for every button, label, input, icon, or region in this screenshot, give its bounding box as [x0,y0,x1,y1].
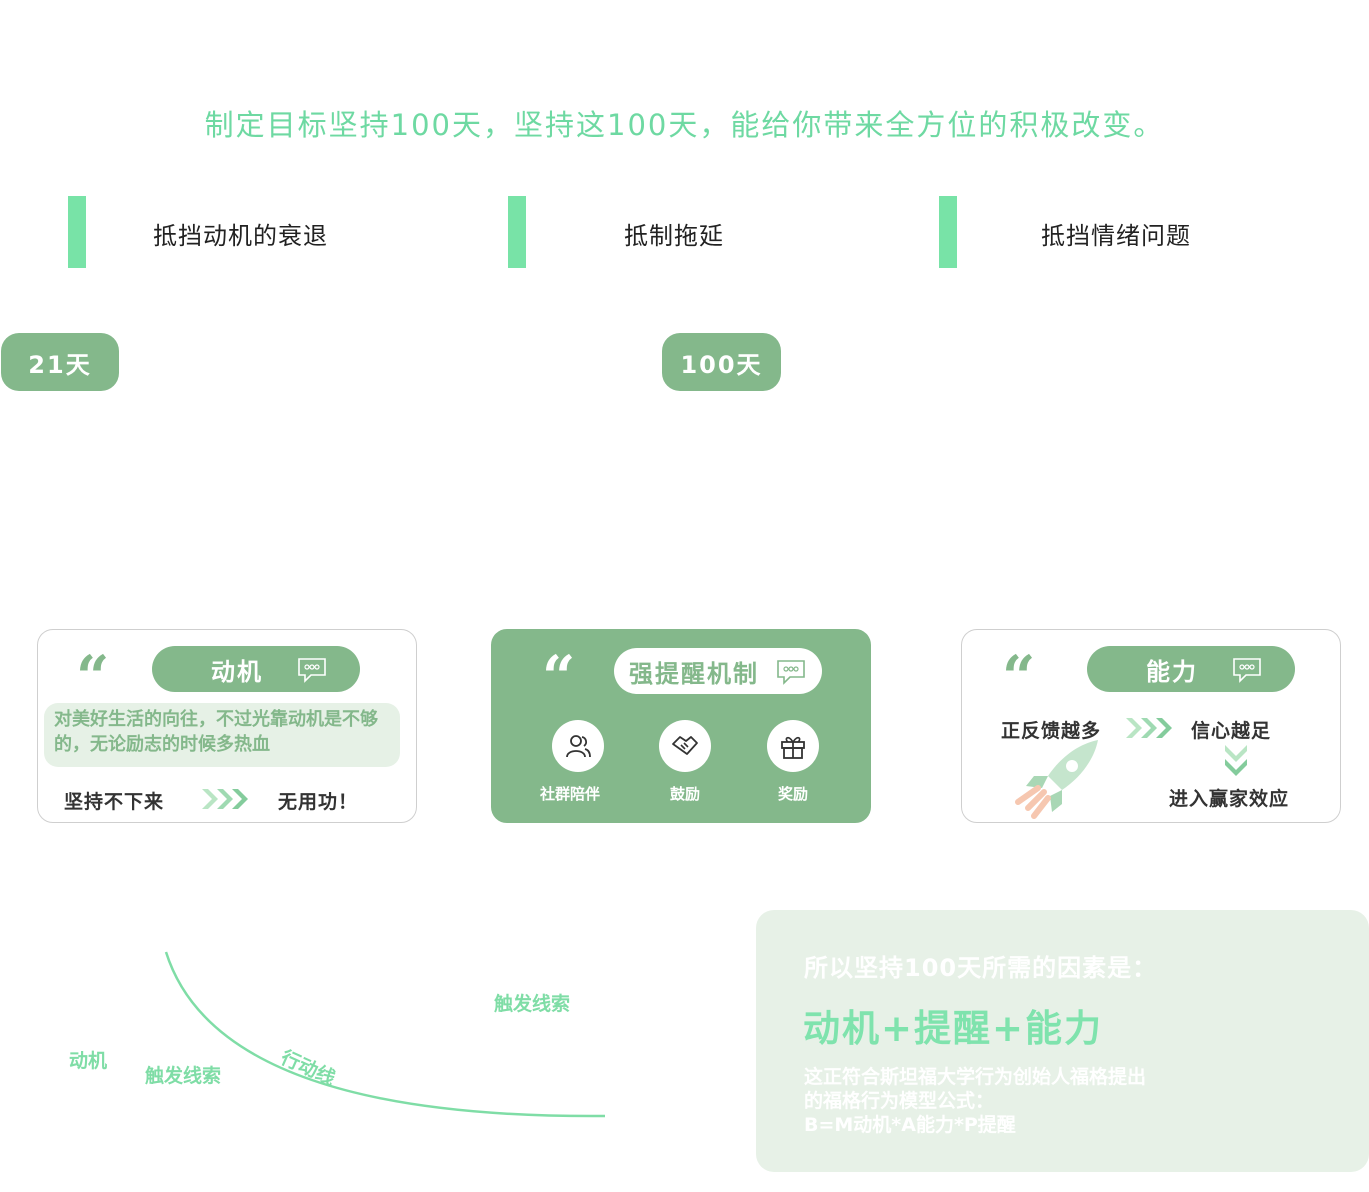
motivation-note: 对美好生活的向往，不过光靠动机是不够的，无论励志的时候多热血 [44,703,400,767]
double-chevron-down-icon [1225,745,1247,776]
card-ability: “ 能力 正反馈越多 信心越足 进入赢家效应 [961,629,1341,823]
summary-title: 所以坚持100天所需的因素是： [804,954,1158,982]
people-icon [552,720,604,772]
curve-label-trigger-high: 触发线索 [494,993,571,1015]
curve-label-trigger-low: 触发线索 [145,1065,222,1087]
pillar-label-emotion: 抵挡情绪问题 [1041,222,1191,250]
curve-label-motivation: 动机 [69,1050,108,1072]
reminder-item-label: 奖励 [777,785,808,803]
ability-step-1: 正反馈越多 [1001,720,1102,742]
card-title-chip: 动机 [152,646,360,692]
summary-formula: 动机+提醒+能力 [803,1007,1104,1050]
chat-bubble-icon [777,660,805,685]
motivation-right-text: 无用功！ [278,791,359,813]
quote-mark-icon: “ [76,643,110,711]
handshake-icon [659,720,711,772]
motivation-left-text: 坚持不下来 [64,791,165,813]
quote-mark-icon: “ [542,643,576,711]
triple-chevron-icon [202,789,248,809]
reminder-item-label: 鼓励 [669,785,700,803]
summary-panel: 所以坚持100天所需的因素是： 动机+提醒+能力 这正符合斯坦福大学行为创始人福… [756,910,1369,1172]
page-headline: 制定目标坚持100天，坚持这100天，能给你带来全方位的积极改变。 [204,108,1165,142]
card-reminder: “ 强提醒机制 社群陪伴 鼓励 奖励 [491,629,871,823]
pillar-bar [508,196,526,268]
triple-chevron-icon [1126,718,1172,738]
card-title: 强提醒机制 [629,659,759,688]
quote-mark-icon: “ [1002,643,1036,711]
milestone-100-days: 100天 [662,333,781,391]
action-line-curve [164,951,606,1118]
gift-icon [767,720,819,772]
pillar-label-motivation: 抵挡动机的衰退 [153,222,328,250]
pillar-bar [939,196,957,268]
pillar-label-procrastination: 抵制拖延 [624,222,724,250]
ability-step-2: 信心越足 [1191,720,1272,742]
milestone-21-days: 21天 [1,333,119,391]
card-title-chip: 强提醒机制 [614,648,822,694]
ability-step-3: 进入赢家效应 [1169,788,1290,810]
summary-body-line-2: 的福格行为模型公式： [804,1090,995,1112]
summary-body-line-1: 这正符合斯坦福大学行为创始人福格提出 [804,1066,1147,1088]
card-motivation: “ 动机 对美好生活的向往，不过光靠动机是不够的，无论励志的时候多热血 坚持不下… [37,629,417,823]
card-title: 能力 [1146,657,1198,686]
chat-bubble-icon [298,658,326,683]
reminder-item-label: 社群陪伴 [539,785,600,803]
chat-bubble-icon [1233,658,1261,683]
pillar-bar [68,196,86,268]
summary-body-line-3: B=M动机*A能力*P提醒 [804,1114,1016,1136]
card-title: 动机 [211,657,263,686]
card-title-chip: 能力 [1087,646,1295,692]
rocket-icon [1015,740,1098,819]
